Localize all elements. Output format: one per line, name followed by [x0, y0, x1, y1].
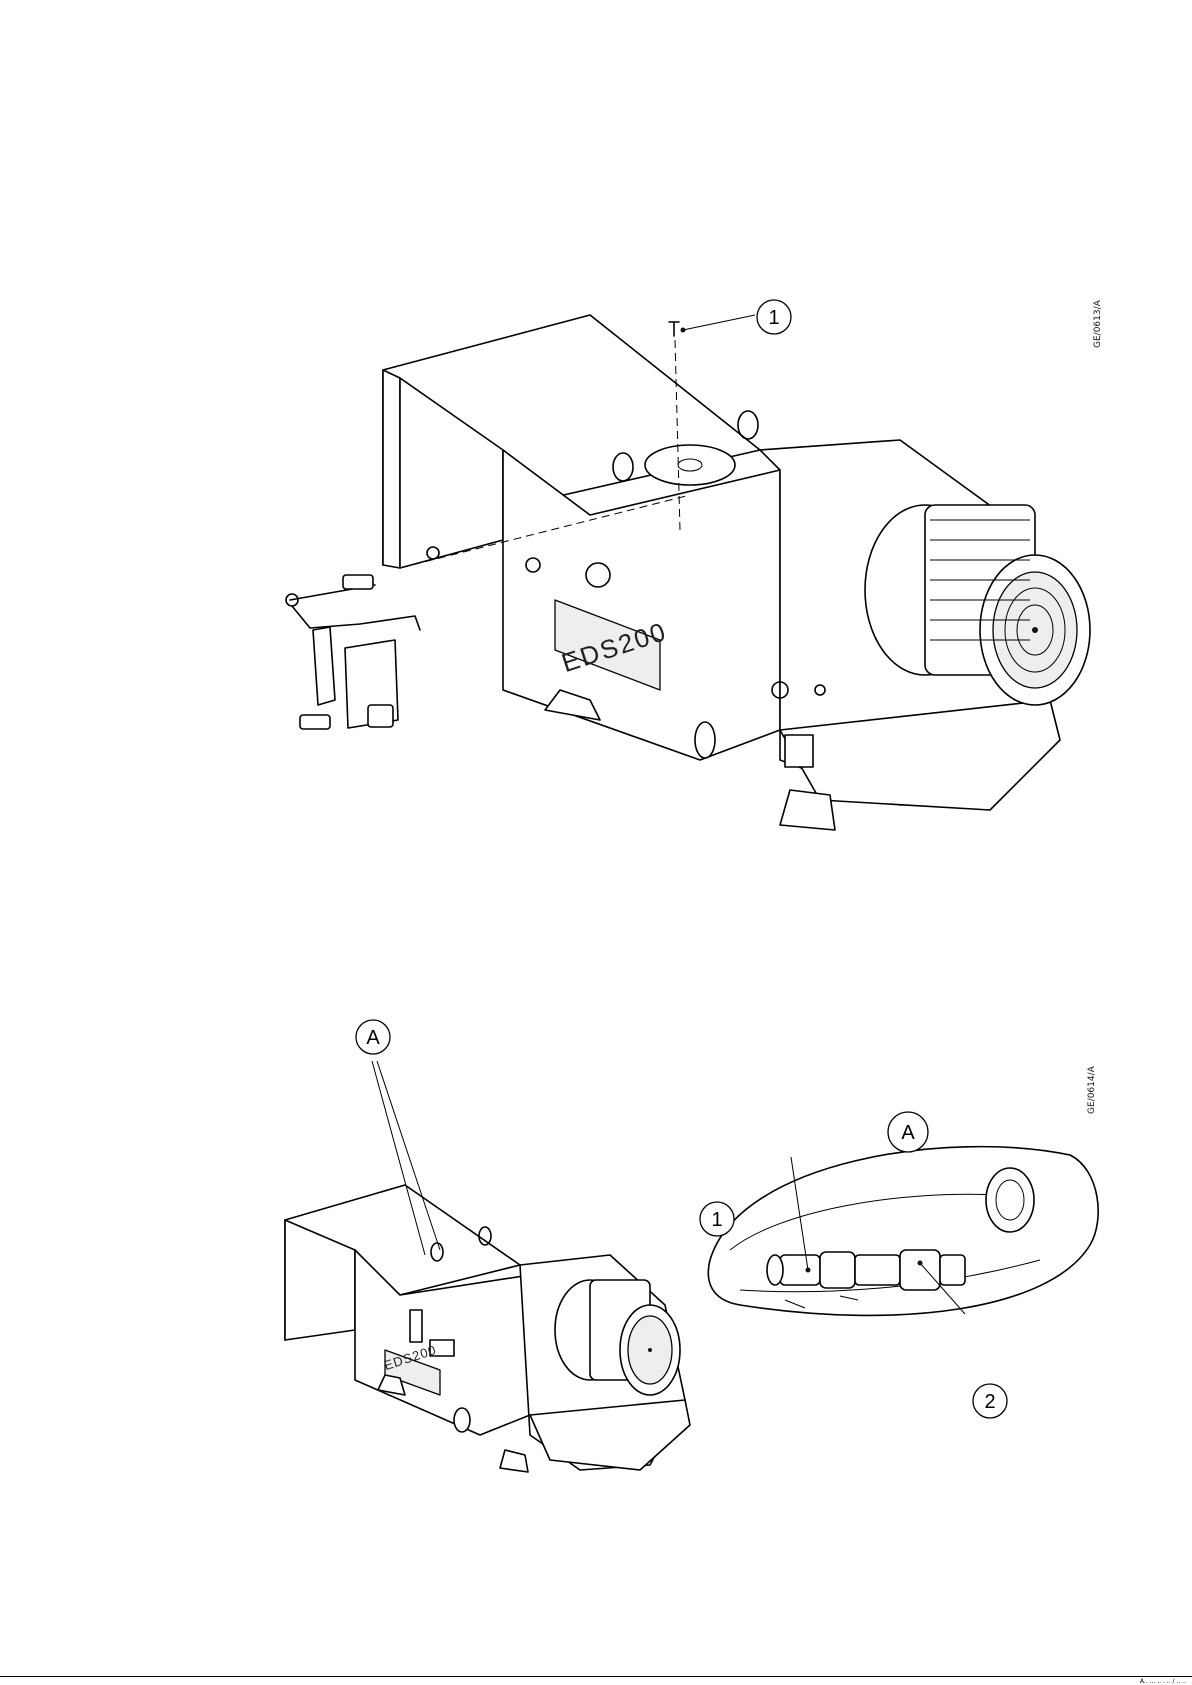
detail-callout-item-1: 1: [698, 1200, 736, 1238]
detail-a-title: A: [886, 1110, 930, 1154]
callout-1-label: 1: [768, 307, 779, 329]
lifting-eye-right: [738, 411, 758, 439]
terminal-box: [785, 735, 813, 767]
callout-detail-a: A: [354, 1018, 392, 1056]
inlet-clamp: [695, 722, 715, 758]
callout-item-1: 1: [755, 298, 793, 336]
figure-2-ref-text: GE/0614/A: [1087, 1066, 1097, 1114]
detail-callout-item-2: 2: [971, 1382, 1009, 1420]
fitting-nut-1: [780, 1255, 820, 1285]
detail-callout-2-label: 2: [984, 1391, 995, 1413]
figure-2-ref: GE/0614/A: [1087, 1066, 1097, 1114]
callout-1-leader: [683, 315, 755, 330]
foot-right: [780, 790, 835, 830]
figure-1-ref: GE/0613/A: [1093, 300, 1103, 348]
pump-side-face: [503, 450, 780, 760]
top-plate: [645, 445, 735, 485]
solenoid-valve-assembly: [286, 575, 420, 729]
figure-2-pump-overview: A EDS200: [0, 1040, 700, 1520]
detail-callout-1-label: 1: [711, 1209, 722, 1231]
footer-text: A.. ... .. . .. / .. ..: [1140, 1678, 1186, 1685]
footer-rule: [0, 1676, 1192, 1677]
figure-1-pump-exploded-view: 1 EDS200 GE/0613/A: [0, 0, 1192, 880]
detail-a-title-label: A: [901, 1122, 915, 1144]
pump-illustration-2: [0, 1040, 700, 1520]
fitting-nut-2: [900, 1250, 940, 1290]
pump-illustration-1: [0, 0, 1192, 880]
callout-a-label: A: [366, 1027, 380, 1049]
figure-1-ref-text: GE/0613/A: [1093, 300, 1103, 348]
